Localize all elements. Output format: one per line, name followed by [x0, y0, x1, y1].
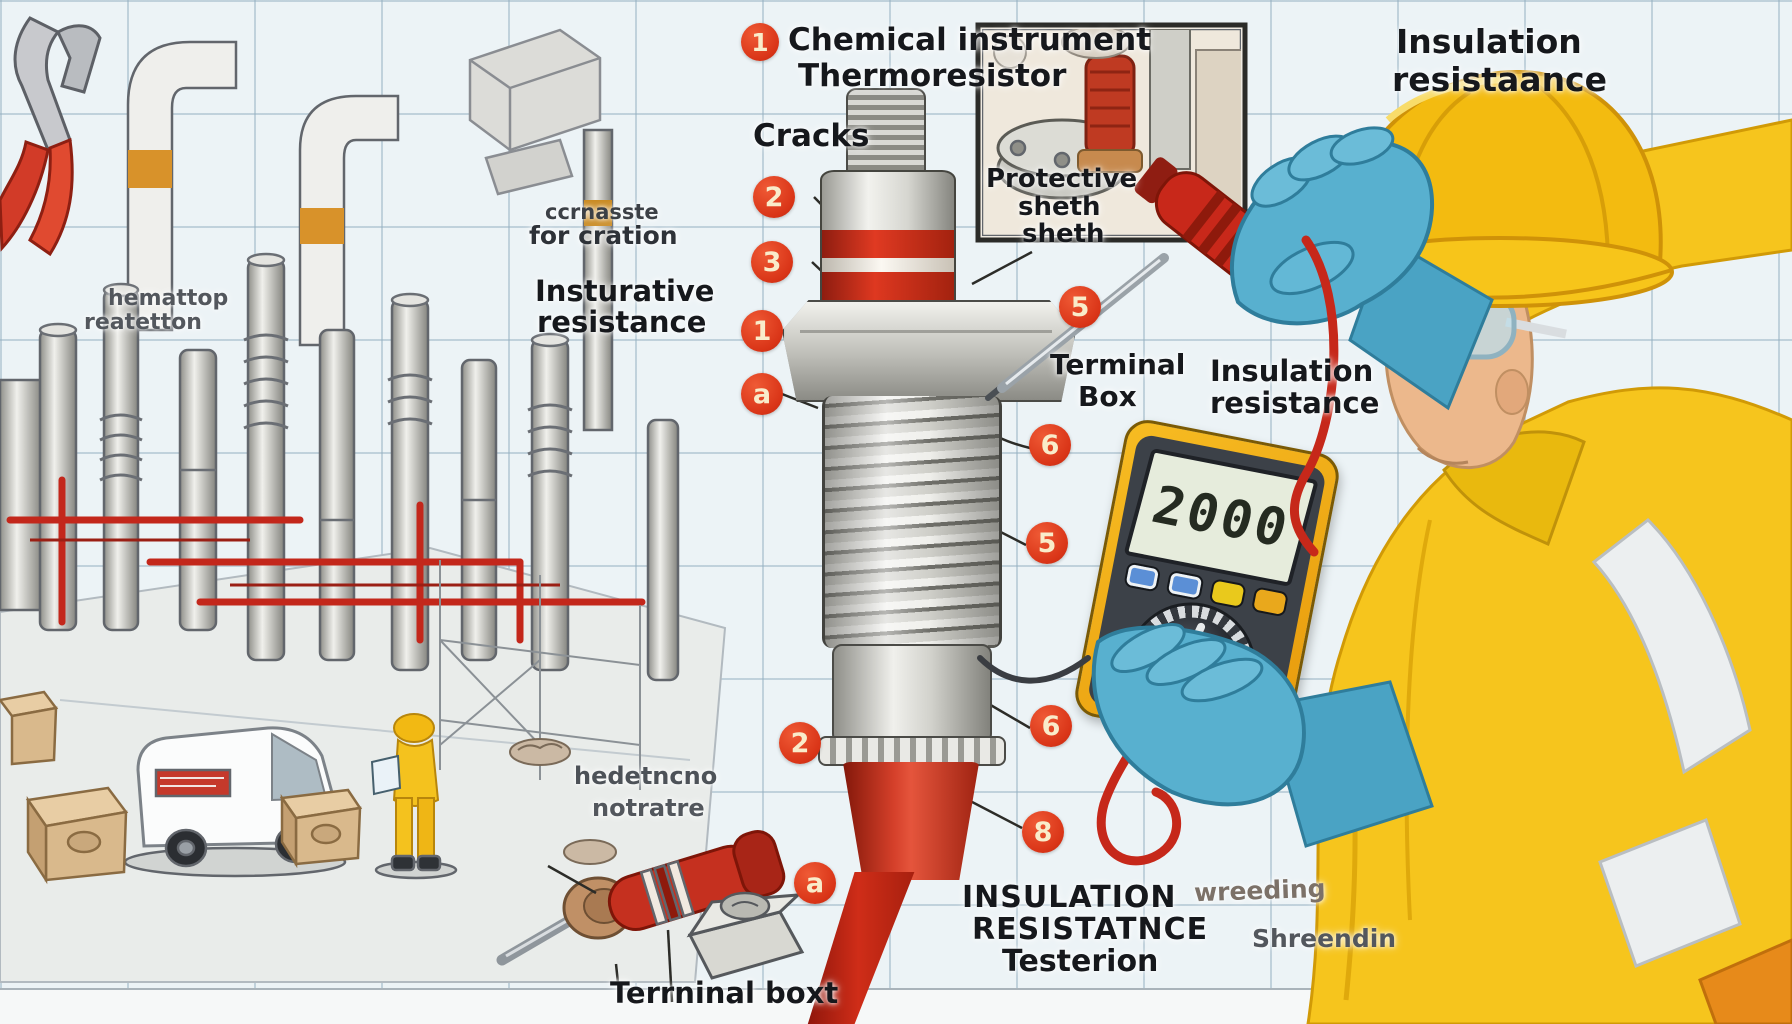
- thermoresistor-stud: [846, 88, 926, 184]
- doodles: [509, 738, 617, 865]
- callout-5: 5: [1059, 286, 1101, 328]
- scribble-shreendin: Shreendin: [1252, 924, 1397, 953]
- title-line2: Thermoresistor: [798, 58, 1067, 94]
- label-protective-3: sheth: [1022, 219, 1105, 249]
- label-protective-1: Protective: [986, 164, 1138, 194]
- terminal-block: [686, 891, 805, 980]
- label-insulation-tr-2: resistaance: [1392, 60, 1607, 99]
- scribble-lower-left-1: hedetncno: [574, 762, 718, 790]
- callout-6: 6: [1029, 424, 1071, 466]
- scribble-lower-left-2: notratre: [592, 794, 705, 822]
- scribble-crate-2: for cration: [529, 221, 678, 250]
- red-band: [822, 230, 954, 258]
- callout-3: 3: [751, 241, 793, 283]
- tester-title-2: RESISTATNCE: [972, 912, 1209, 947]
- callout-a2: a: [794, 862, 836, 904]
- scribble-left-2: reatetton: [84, 310, 202, 335]
- thermoresistor-red-boot: [842, 762, 980, 880]
- thermoresistor-hex-nut: [782, 300, 1076, 402]
- thermoresistor-cap: [820, 170, 956, 312]
- label-insulation-mid-1: Insulation: [1210, 354, 1374, 388]
- worker-jacket: [1306, 386, 1792, 1024]
- white-band: [822, 258, 954, 272]
- black-wire: [977, 655, 1091, 684]
- callout-a: a: [741, 373, 783, 415]
- callout-2: 2: [753, 176, 795, 218]
- label-terminal-box-2: Box: [1078, 380, 1137, 413]
- thermoresistor-threads: [822, 396, 1002, 648]
- scribble-crate-1: ccrnasste: [545, 200, 659, 224]
- small-worker: [370, 713, 458, 880]
- cardboard-boxes: [0, 690, 363, 885]
- title-badge: 1: [741, 23, 779, 61]
- tester-title-3: Testerion: [1002, 944, 1159, 979]
- callout-5b: 5: [1026, 522, 1068, 564]
- pliers-icon: [0, 16, 102, 257]
- red-band: [822, 272, 954, 300]
- crate-sketch: [468, 28, 602, 196]
- label-terminal-box-1: Terminal: [1050, 348, 1186, 381]
- callout-2b: 2: [779, 722, 821, 764]
- hex-nut-groove: [800, 330, 1052, 333]
- label-terminal-box-bottom: Terrninal boxt: [610, 976, 839, 1010]
- title-line1: Chemical instrument: [788, 22, 1152, 58]
- label-cracks: Cracks: [753, 118, 870, 154]
- chemical-plant-illustration: [0, 16, 1248, 1003]
- callout-6b: 6: [1030, 705, 1072, 747]
- sensor-component: [496, 830, 786, 966]
- callout-8: 8: [1022, 811, 1064, 853]
- scribble-left-1: hemattop: [108, 286, 229, 311]
- tester-title-1: INSULATION: [962, 880, 1177, 915]
- label-insturative-2: resistance: [537, 305, 707, 339]
- label-protective-2: sheth: [1018, 192, 1101, 222]
- glove-left: [1091, 623, 1434, 848]
- label-insulation-tr-1: Insulation: [1396, 22, 1582, 61]
- scribble-wreeding: wreeding: [1193, 873, 1326, 908]
- label-insturative-1: Insturative: [535, 274, 715, 308]
- label-insulation-mid-2: resistance: [1210, 386, 1380, 420]
- glove-right: [1229, 126, 1494, 411]
- callout-1: 1: [741, 310, 783, 352]
